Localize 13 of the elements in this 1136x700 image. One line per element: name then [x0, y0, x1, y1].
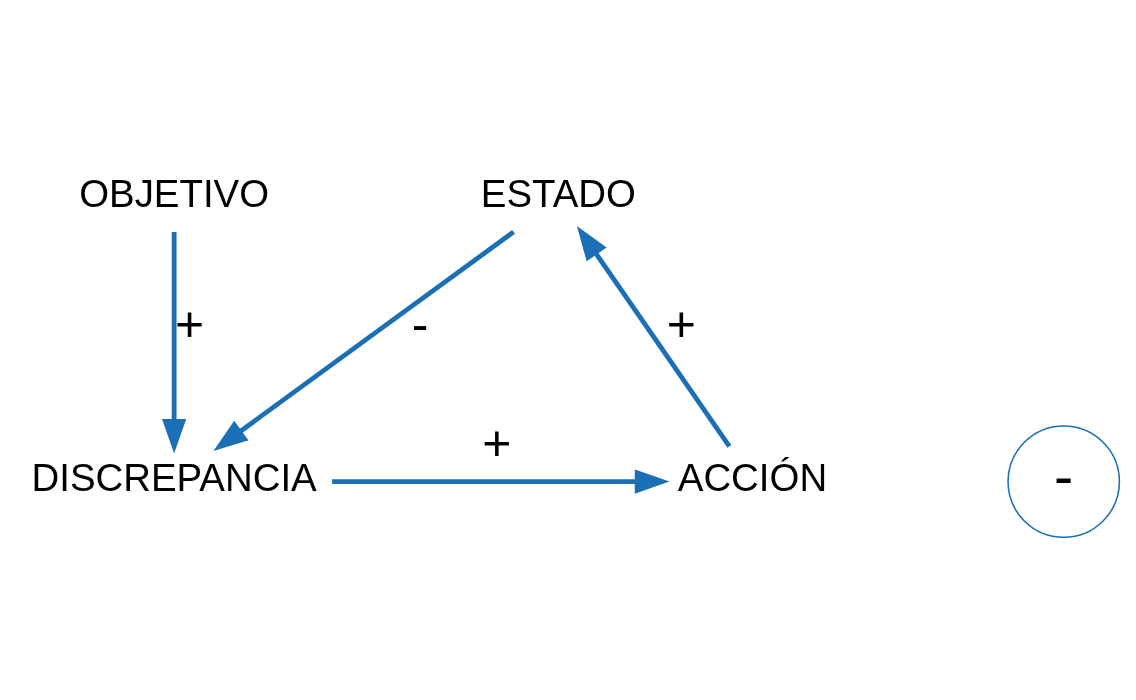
- arrow: [332, 469, 670, 494]
- arrow: [162, 231, 187, 454]
- edge-label: +: [482, 415, 512, 472]
- label: -: [1054, 444, 1074, 509]
- node-text: OBJETIVO: [79, 171, 270, 215]
- edge-label: -: [411, 295, 429, 352]
- node-text: ACCIÓN: [677, 456, 828, 500]
- edge-label: +: [666, 295, 696, 352]
- node-text: DISCREPANCIA: [31, 456, 317, 500]
- edge-label: +: [174, 295, 205, 352]
- arrow: [576, 225, 732, 448]
- arrow: [213, 229, 515, 452]
- node-text: ESTADO: [480, 171, 636, 215]
